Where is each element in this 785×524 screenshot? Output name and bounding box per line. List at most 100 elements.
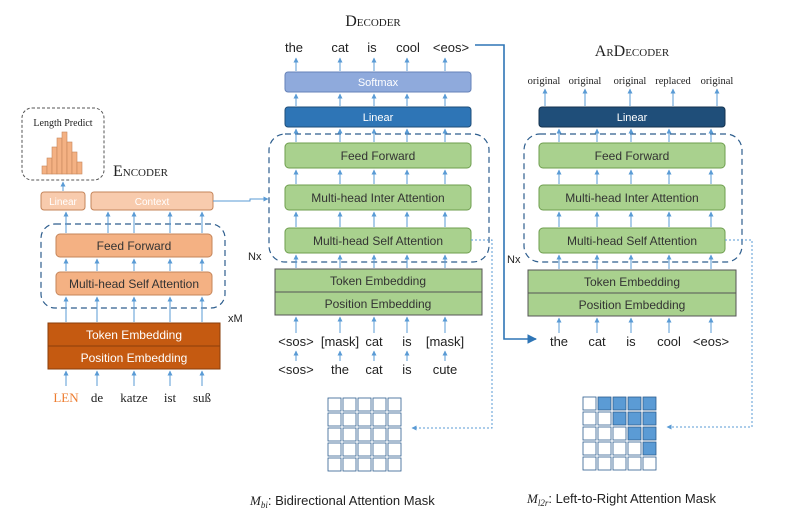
mask-cell bbox=[357, 442, 372, 457]
encoder-repeat-block bbox=[40, 223, 226, 309]
ardecoder-output-label: original bbox=[528, 76, 561, 87]
encoder-title: Encoder bbox=[113, 163, 169, 180]
ardecoder-input-token: cat bbox=[588, 334, 606, 349]
mask-cell bbox=[627, 426, 642, 441]
encoder: Encoder Length Predict Linear Context xM… bbox=[21, 107, 269, 405]
mask-cell bbox=[372, 427, 387, 442]
decoder-input-token: cat bbox=[365, 334, 383, 349]
ardecoder-output-label: original bbox=[614, 76, 647, 87]
decoder-target-token: cat bbox=[365, 362, 383, 377]
decoder-position-embedding bbox=[274, 291, 483, 316]
mask-cell bbox=[387, 412, 402, 427]
decoder-repeat-label: Nx bbox=[248, 251, 262, 263]
mask-cell bbox=[327, 397, 342, 412]
mask-cell bbox=[582, 426, 597, 441]
mask-cell bbox=[342, 442, 357, 457]
context-label: Context bbox=[135, 197, 170, 208]
decoder-output-token: <eos> bbox=[433, 40, 469, 55]
decoder-output-token: cool bbox=[396, 40, 420, 55]
mask-cell bbox=[327, 427, 342, 442]
ardecoder-input-token: the bbox=[550, 334, 568, 349]
mask-cell bbox=[357, 412, 372, 427]
mask-cell bbox=[597, 441, 612, 456]
mask-cell bbox=[342, 427, 357, 442]
mask-caption-text: : Bidirectional Attention Mask bbox=[268, 493, 435, 508]
decoder-output-token: the bbox=[285, 40, 303, 55]
mask-subscript: l2r bbox=[538, 498, 549, 508]
ardecoder-position-embedding-label: Position Embedding bbox=[579, 298, 686, 312]
encoder-position-embedding bbox=[47, 345, 221, 370]
mask-cell bbox=[372, 442, 387, 457]
mask-cell bbox=[582, 396, 597, 411]
encoder-repeat-label: xM bbox=[228, 313, 243, 325]
decoder-input-token: [mask] bbox=[426, 334, 464, 349]
decoder-target-token: <sos> bbox=[278, 362, 313, 377]
mask-cell bbox=[327, 457, 342, 472]
decoder-inter-attention bbox=[284, 184, 472, 211]
encoder-self-attention bbox=[55, 271, 213, 296]
ardecoder-title: ArDecoder bbox=[595, 43, 670, 60]
ardecoder-position-embedding bbox=[527, 292, 737, 317]
mask-cell bbox=[342, 412, 357, 427]
mask-cell bbox=[342, 397, 357, 412]
bidirectional-mask-grid bbox=[327, 397, 402, 472]
encoder-feed-forward-label: Feed Forward bbox=[97, 239, 172, 253]
ardecoder-feed-forward bbox=[538, 142, 726, 169]
decoder-output-token: cat bbox=[331, 40, 349, 55]
decoder-arrows bbox=[293, 57, 448, 361]
ardecoder-token-embedding-label: Token Embedding bbox=[584, 275, 680, 289]
decoder-output-token: is bbox=[367, 40, 377, 55]
mask-cell bbox=[327, 412, 342, 427]
mask-symbol: M bbox=[526, 491, 539, 506]
encoder-input-token: ist bbox=[164, 390, 177, 405]
ardecoder-inter-attention-label: Multi-head Inter Attention bbox=[565, 191, 698, 205]
mask-subscript: bi bbox=[261, 500, 269, 510]
mask-cell bbox=[342, 457, 357, 472]
mask-cell bbox=[387, 427, 402, 442]
decoder-token-embedding-label: Token Embedding bbox=[330, 274, 426, 288]
mask-cell bbox=[642, 456, 657, 471]
mask-cell bbox=[612, 426, 627, 441]
ardecoder-output-label: original bbox=[569, 76, 602, 87]
decoder: Decoder the cat is cool <eos> Softmax Li… bbox=[248, 13, 493, 510]
mask-cell bbox=[597, 426, 612, 441]
ardecoder-self-attention-label: Multi-head Self Attention bbox=[567, 234, 697, 248]
encoder-arrows bbox=[60, 181, 269, 386]
mask-cell bbox=[357, 427, 372, 442]
mask-cell bbox=[372, 457, 387, 472]
mask-caption-text: : Left-to-Right Attention Mask bbox=[548, 491, 716, 506]
ardecoder-linear-label: Linear bbox=[617, 112, 648, 124]
encoder-input-token: de bbox=[91, 390, 104, 405]
ardecoder-repeat-label: Nx bbox=[507, 254, 521, 266]
bidirectional-mask-link bbox=[411, 239, 493, 431]
encoder-linear-label: Linear bbox=[49, 197, 77, 208]
encoder-linear-box bbox=[40, 191, 86, 211]
decoder-linear bbox=[284, 106, 472, 128]
encoder-token-embedding-label: Token Embedding bbox=[86, 328, 182, 342]
mask-cell bbox=[627, 456, 642, 471]
decoder-input-token: <sos> bbox=[278, 334, 313, 349]
mask-cell bbox=[612, 396, 627, 411]
decoder-target-token: the bbox=[331, 362, 349, 377]
decoder-inter-attention-label: Multi-head Inter Attention bbox=[311, 191, 444, 205]
mask-cell bbox=[597, 396, 612, 411]
ardecoder-input-token: is bbox=[626, 334, 636, 349]
ardecoder-output-label: replaced bbox=[655, 76, 691, 87]
decoder-input-token: [mask] bbox=[321, 334, 359, 349]
decoder-feed-forward bbox=[284, 142, 472, 169]
mask-cell bbox=[387, 457, 402, 472]
ardecoder-inter-attention bbox=[538, 184, 726, 211]
decoder-target-token: is bbox=[402, 362, 412, 377]
mask-cell bbox=[582, 411, 597, 426]
mask-cell bbox=[387, 397, 402, 412]
decoder-linear-label: Linear bbox=[363, 112, 394, 124]
decoder-target-token: cute bbox=[433, 362, 458, 377]
left-to-right-mask-grid bbox=[582, 396, 657, 471]
decoder-position-embedding-label: Position Embedding bbox=[325, 297, 432, 311]
ardecoder-linear bbox=[538, 106, 726, 128]
bidirectional-mask-caption: Mbi: Bidirectional Attention Mask bbox=[249, 493, 435, 510]
mask-cell bbox=[627, 441, 642, 456]
mask-cell bbox=[357, 397, 372, 412]
left-to-right-mask-link bbox=[666, 239, 753, 430]
